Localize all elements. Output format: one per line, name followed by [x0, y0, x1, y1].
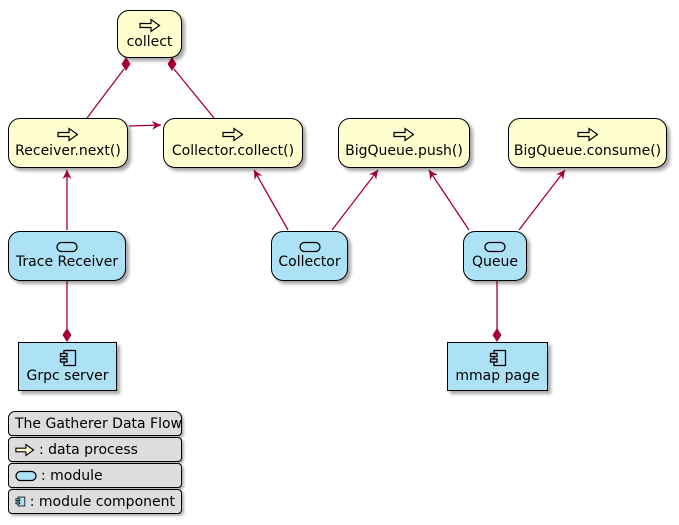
module-icon: [56, 242, 78, 253]
legend-item-label: : module: [41, 467, 103, 484]
data-process-icon: [222, 127, 244, 142]
edge-collector-collect-to-collect: [173, 68, 215, 119]
node-label: BigQueue.consume(): [513, 142, 662, 159]
legend-title-label: The Gatherer Data Flow: [15, 415, 182, 432]
node-receiver-next: Receiver.next(): [8, 118, 128, 168]
edge-receiver-next-to-collect: [86, 68, 125, 119]
node-label: Trace Receiver: [15, 254, 119, 271]
node-label: Grpc server: [26, 367, 109, 384]
node-label: Queue: [472, 254, 518, 271]
data-process-icon: [576, 127, 599, 142]
node-label: Collector.collect(): [171, 142, 295, 159]
legend-item-module-component: : module component: [8, 489, 182, 514]
edge-receiver-next-to-collector-collect: [128, 120, 162, 130]
data-process-icon: [393, 127, 415, 142]
module-icon: [15, 470, 37, 481]
edge-queue-to-bigqueue-push: [428, 169, 470, 231]
legend-title: The Gatherer Data Flow: [8, 411, 182, 436]
edge-collector-to-collector-collect: [253, 169, 289, 231]
node-label: Receiver.next(): [15, 142, 121, 159]
node-label: collect: [126, 33, 173, 50]
node-trace-receiver: Trace Receiver: [8, 231, 126, 281]
node-label: Collector: [278, 254, 341, 271]
node-bigqueue-consume: BigQueue.consume(): [508, 118, 667, 168]
composition-diamond-grpc-server: [62, 328, 72, 342]
node-collector: Collector: [271, 231, 348, 281]
module-component-icon: [489, 349, 506, 367]
node-bigqueue-push: BigQueue.push(): [338, 118, 470, 168]
node-collect: collect: [117, 10, 182, 58]
composition-diamond-collect-right: [167, 57, 177, 71]
legend-item-label: : module component: [29, 493, 175, 510]
composition-diamond-collect-left: [121, 57, 131, 71]
node-grpc-server: Grpc server: [18, 342, 117, 391]
node-queue: Queue: [463, 231, 527, 281]
module-component-icon: [59, 349, 76, 367]
legend: The Gatherer Data Flow : data process : …: [8, 411, 182, 514]
data-process-icon: [138, 18, 161, 33]
edge-queue-to-bigqueue-consume: [518, 169, 566, 231]
legend-item-data-process: : data process: [8, 437, 182, 462]
edge-collector-to-bigqueue-push: [331, 169, 379, 231]
node-label: mmap page: [455, 367, 540, 384]
data-process-icon: [15, 442, 35, 457]
module-icon: [484, 242, 506, 253]
node-label: BigQueue.push(): [345, 142, 463, 159]
node-collector-collect: Collector.collect(): [163, 118, 303, 168]
legend-item-label: : data process: [39, 441, 138, 458]
module-icon: [298, 242, 321, 253]
node-mmap-page: mmap page: [447, 342, 548, 391]
legend-item-module: : module: [8, 463, 182, 488]
data-process-icon: [57, 127, 79, 142]
module-component-icon: [15, 496, 26, 507]
composition-diamond-mmap-page: [492, 328, 502, 342]
